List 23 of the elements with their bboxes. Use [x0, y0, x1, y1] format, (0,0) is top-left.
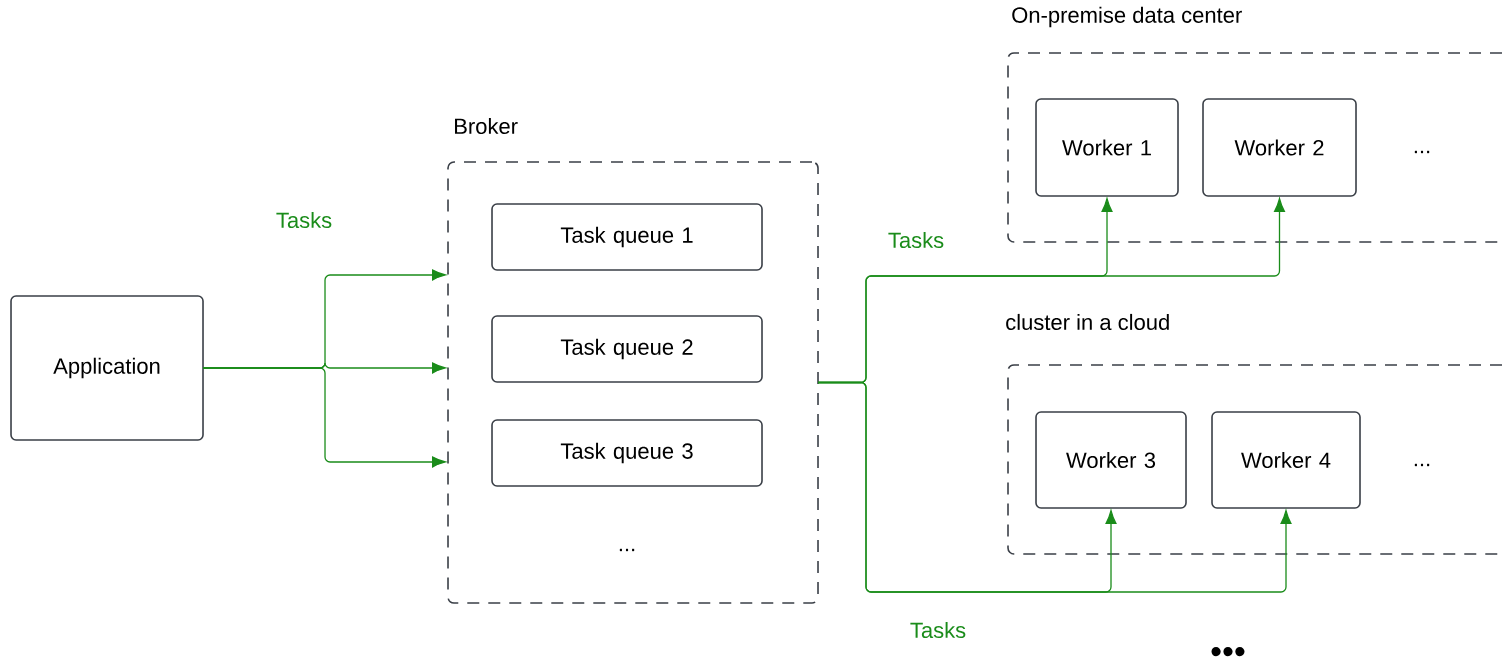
- ellipsis-text: ...: [1414, 150, 1430, 154]
- arrow: [202, 367, 446, 468]
- group-box: [1007, 364, 1502, 555]
- process-box: Worker 2: [1202, 98, 1357, 197]
- process-box: Task queue 2: [491, 315, 763, 383]
- group-heading: cluster in a cloud: [1006, 313, 1169, 331]
- group-heading: On-premise data center: [1012, 6, 1242, 28]
- arrow: [817, 381, 1292, 593]
- edge-label: Tasks: [908, 620, 968, 640]
- process-box: Worker 4: [1211, 411, 1361, 509]
- group-box: [447, 161, 819, 604]
- process-box: Task queue 3: [491, 419, 763, 487]
- ellipsis-text: ...: [1414, 463, 1430, 467]
- ellipsis-text: •••: [1211, 647, 1245, 657]
- group-box: [1007, 52, 1502, 243]
- process-box: Worker 3: [1035, 411, 1187, 509]
- group-heading: Broker: [455, 117, 518, 135]
- process-box: Task queue 1: [491, 203, 763, 271]
- edge-label: Tasks: [886, 230, 946, 250]
- edge-label: Tasks: [274, 210, 334, 230]
- ellipsis-text: ...: [619, 548, 635, 552]
- process-box: Worker 1: [1035, 98, 1179, 197]
- process-box: Application: [10, 295, 204, 441]
